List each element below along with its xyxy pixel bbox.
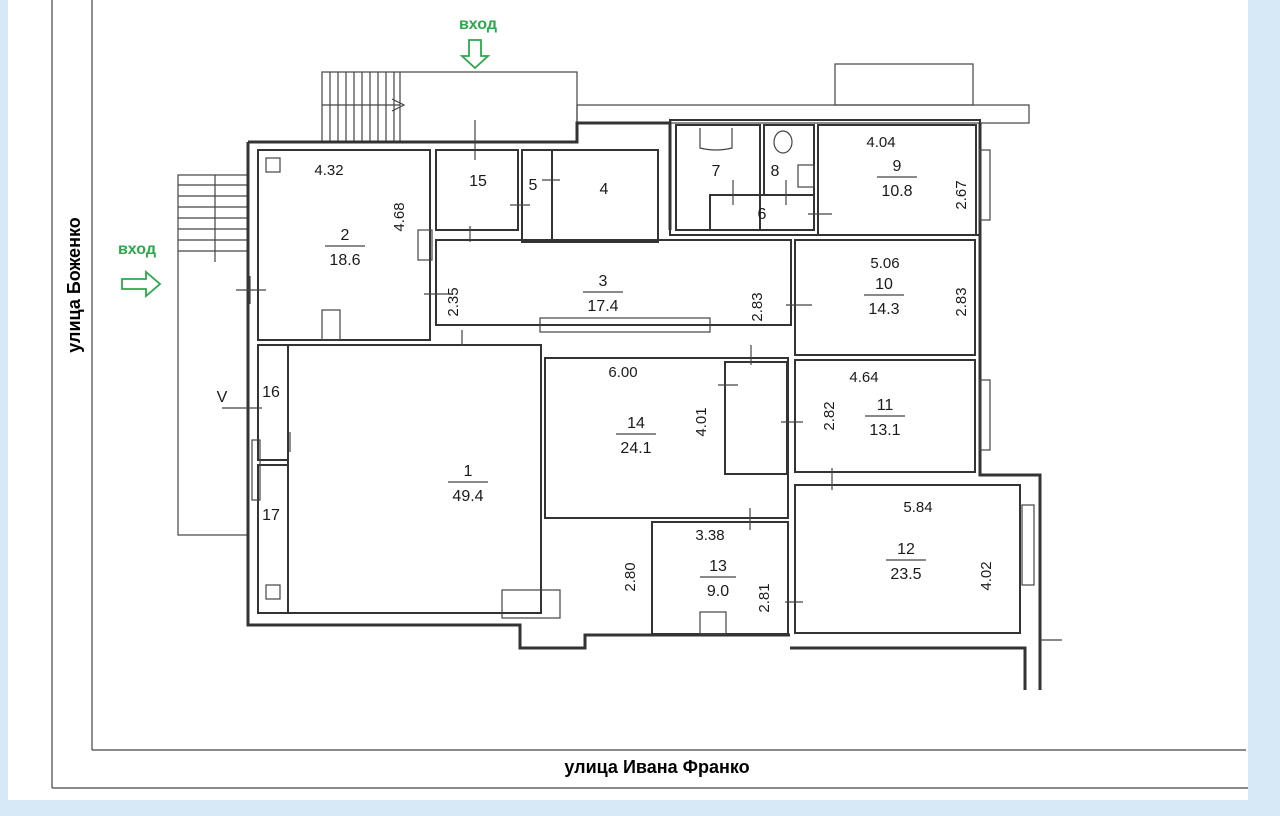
room-area: 9.0 <box>707 583 729 600</box>
fixtures <box>699 128 815 188</box>
room-1: 1 49.4 <box>448 463 488 505</box>
room-area: 49.4 <box>452 488 483 505</box>
dim-label: 2.81 <box>756 583 773 612</box>
dim-label: 2.83 <box>749 292 766 321</box>
room-area: 23.5 <box>890 566 921 583</box>
dim-label: 2.35 <box>445 287 462 316</box>
room-2: 2 18.6 <box>325 227 365 269</box>
outer-walls <box>246 119 1042 690</box>
room-number: 3 <box>599 273 608 290</box>
dim-label: 5.06 <box>870 255 899 272</box>
room-15-number: 15 <box>469 173 487 190</box>
room-area: 17.4 <box>587 298 618 315</box>
dim-label: 2.80 <box>622 562 639 591</box>
room-16-number: 16 <box>262 384 280 401</box>
room-11: 11 13.1 <box>865 397 905 439</box>
dimension-labels: 4.32 4.68 2.35 2.83 4.04 2.67 5.06 2.83 … <box>314 134 995 613</box>
entrance-arrow-left-icon <box>121 270 162 298</box>
room-13: 13 9.0 <box>700 558 736 600</box>
room-number: 14 <box>627 415 645 432</box>
room-number: 9 <box>893 158 902 175</box>
dim-label: 2.83 <box>953 287 970 316</box>
room-number: 11 <box>877 397 894 414</box>
room-10: 10 14.3 <box>864 276 904 318</box>
room-14: 14 24.1 <box>616 415 656 457</box>
room-17-number: 17 <box>262 507 280 524</box>
room-12: 12 23.5 <box>886 541 926 583</box>
room-area: 18.6 <box>329 252 360 269</box>
room-number: 10 <box>875 276 893 293</box>
room-area: 10.8 <box>881 183 912 200</box>
door-marks <box>222 120 833 603</box>
street-label-left: улица Боженко <box>64 217 84 352</box>
top-stair <box>321 63 1030 143</box>
dim-label: 4.32 <box>314 162 343 179</box>
street-label-bottom: улица Ивана Франко <box>564 757 749 777</box>
room-number: 2 <box>341 227 350 244</box>
room-5-number: 5 <box>529 177 538 194</box>
entrance-arrow-top-icon <box>459 39 491 70</box>
dim-label: 6.00 <box>608 364 637 381</box>
room-8-number: 8 <box>771 163 780 180</box>
dim-label: 5.84 <box>903 499 932 516</box>
dim-label: 4.64 <box>849 369 878 386</box>
room-number: 12 <box>897 541 915 558</box>
room-area: 14.3 <box>868 301 899 318</box>
room-3: 3 17.4 <box>583 273 623 315</box>
dim-label: 4.68 <box>391 202 408 231</box>
dim-label: 4.01 <box>693 407 710 436</box>
room-6-number: 6 <box>758 206 767 223</box>
room-number: 13 <box>709 558 727 575</box>
entrance-label-left: вход <box>118 241 156 258</box>
room-4-number: 4 <box>600 181 609 198</box>
room-area: 13.1 <box>869 422 900 439</box>
entrance-label-top: вход <box>459 16 497 33</box>
room-9: 9 10.8 <box>877 158 917 200</box>
dim-label: 2.82 <box>821 401 838 430</box>
dim-label: 4.04 <box>866 134 895 151</box>
dim-label: 4.02 <box>978 561 995 590</box>
section-marker: V <box>217 389 228 406</box>
room-number: 1 <box>464 463 473 480</box>
room-area: 24.1 <box>620 440 651 457</box>
dim-label: 3.38 <box>695 527 724 544</box>
room-7-number: 7 <box>712 163 721 180</box>
interior-walls <box>251 124 1062 641</box>
paper <box>8 0 1248 800</box>
dim-label: 2.67 <box>953 180 970 209</box>
